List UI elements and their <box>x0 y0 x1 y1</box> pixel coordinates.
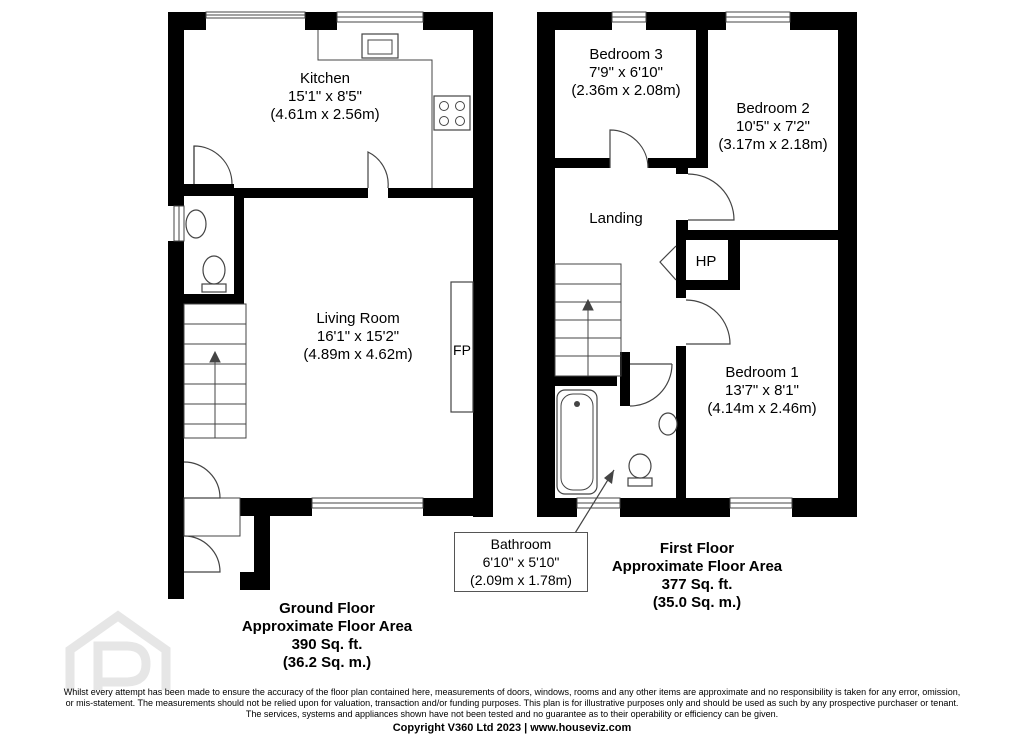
kitchen-worktop <box>317 30 433 188</box>
wall <box>537 12 555 517</box>
wall <box>423 498 493 516</box>
p-logo-icon <box>65 610 171 690</box>
door <box>367 151 389 189</box>
toilet-cistern <box>201 283 227 293</box>
door <box>687 173 735 221</box>
wall <box>168 241 184 509</box>
wall <box>184 184 234 196</box>
copyright: Copyright V360 Ltd 2023 | www.houseviz.c… <box>392 722 632 734</box>
wall <box>388 188 473 198</box>
bath <box>556 389 598 495</box>
room-label-kitchen: Kitchen 15'1" x 8'5" (4.61m x 2.56m) <box>270 70 380 123</box>
wall <box>676 280 740 290</box>
disclaimer: Whilst every attempt has been made to en… <box>63 687 961 719</box>
wall <box>728 240 740 290</box>
room-label-living-room: Living Room 16'1" x 15'2" (4.89m x 4.62m… <box>303 310 413 363</box>
room-label-landing: Landing <box>589 210 643 227</box>
wall <box>234 188 368 198</box>
wall <box>537 12 612 30</box>
room-label-bedroom-3: Bedroom 3 7'9" x 6'10" (2.36m x 2.08m) <box>571 46 681 99</box>
ground-floor-plan <box>168 11 493 599</box>
wall <box>473 12 493 517</box>
fireplace-label: FP <box>453 342 471 358</box>
door <box>629 363 673 407</box>
wall <box>676 158 688 174</box>
wall <box>676 230 838 240</box>
toilet-cistern <box>627 477 653 487</box>
door <box>193 145 233 185</box>
basin <box>185 209 207 239</box>
wall <box>168 12 184 206</box>
wall <box>620 498 730 517</box>
door <box>183 461 221 499</box>
fireplace <box>450 281 474 413</box>
front-door-frame <box>183 497 241 537</box>
staircase <box>554 263 622 377</box>
wall <box>646 12 726 30</box>
first-floor-plan <box>537 11 857 539</box>
wall <box>254 498 270 590</box>
first-floor-area: First Floor Approximate Floor Area 377 S… <box>611 540 783 611</box>
wall <box>676 240 686 298</box>
toilet <box>628 453 652 479</box>
hp-label: HP <box>695 253 717 270</box>
room-label-bathroom: Bathroom 6'10" x 5'10" (2.09m x 1.78m) <box>454 532 588 592</box>
wall <box>792 498 857 517</box>
staircase <box>183 303 247 439</box>
room-label-bedroom-1: Bedroom 1 13'7" x 8'1" (4.14m x 2.46m) <box>707 364 817 417</box>
door <box>685 299 731 345</box>
wall <box>620 352 630 406</box>
room-label-bedroom-2: Bedroom 2 10'5" x 7'2" (3.17m x 2.18m) <box>718 100 828 153</box>
wall <box>234 188 244 300</box>
callout-pointer <box>571 469 615 539</box>
door <box>609 129 649 169</box>
wall <box>838 12 857 517</box>
wall <box>537 498 577 517</box>
wall <box>240 572 270 590</box>
ground-floor-area: Ground Floor Approximate Floor Area 390 … <box>241 600 413 671</box>
wall <box>555 376 617 386</box>
wall <box>305 12 337 30</box>
wall <box>168 509 184 599</box>
shower-icon <box>574 401 580 407</box>
door <box>659 245 677 281</box>
wall <box>240 498 312 516</box>
wall <box>676 346 686 498</box>
wall <box>184 294 244 304</box>
door <box>183 535 221 573</box>
basin <box>658 412 678 436</box>
hob <box>433 95 471 131</box>
toilet <box>202 255 226 285</box>
wall <box>696 30 708 164</box>
wall <box>555 158 610 168</box>
